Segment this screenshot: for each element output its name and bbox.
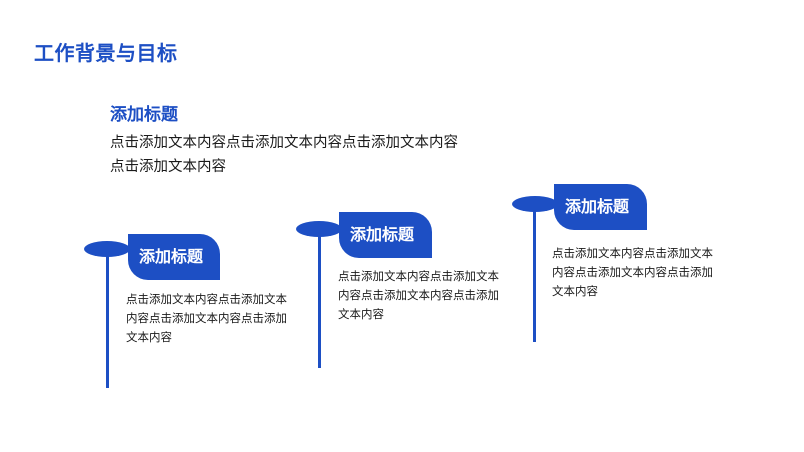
step-2-pole (318, 226, 321, 368)
intro-heading: 添加标题 (110, 105, 178, 125)
step-1-disc (84, 241, 130, 257)
step-3-label: 添加标题 (554, 184, 647, 230)
page-title: 工作背景与目标 (34, 41, 178, 65)
step-1-description: 点击添加文本内容点击添加文本内容点击添加文本内容点击添加文本内容 (126, 292, 287, 344)
step-2-label: 添加标题 (339, 212, 432, 258)
step-1-pole (106, 248, 109, 388)
step-3-disc (512, 196, 558, 212)
step-1-label: 添加标题 (128, 234, 220, 280)
step-2-disc (296, 221, 342, 237)
step-2-description: 点击添加文本内容点击添加文本内容点击添加文本内容点击添加文本内容 (338, 269, 499, 321)
intro-body: 点击添加文本内容点击添加文本内容点击添加文本内容点击添加文本内容 (110, 135, 458, 175)
step-3-pole (533, 204, 536, 342)
step-3-description: 点击添加文本内容点击添加文本内容点击添加文本内容点击添加文本内容 (552, 246, 713, 298)
